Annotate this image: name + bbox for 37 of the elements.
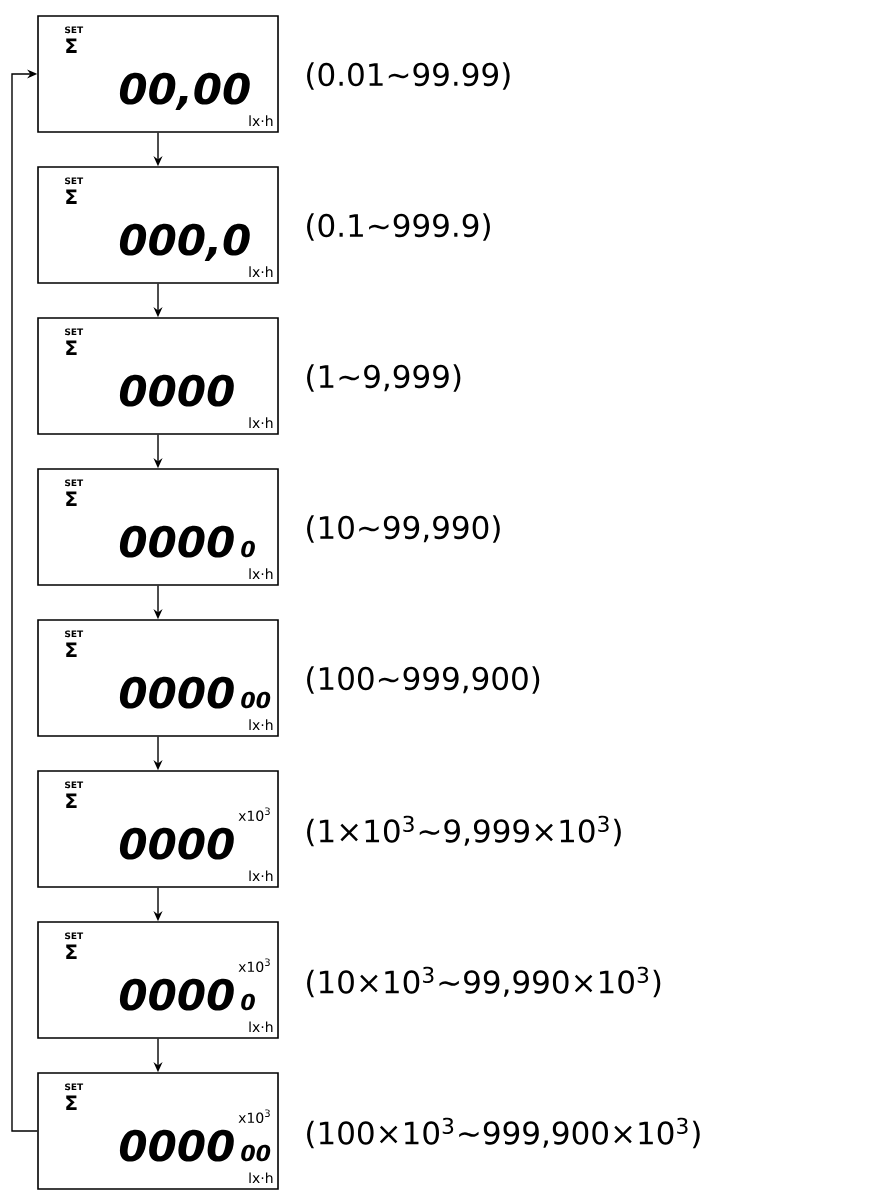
sigma-symbol: Σ — [66, 340, 77, 355]
range-label: (0.01∼99.99) — [307, 62, 510, 90]
small-digits: 0 — [241, 540, 255, 558]
range-label: (10×10$^{3}$∼99,990×10$^{3}$) — [307, 966, 661, 998]
range-label: (0.1∼999.9) — [307, 213, 490, 241]
digit-readout: 0000 — [119, 525, 234, 558]
digit-readout: 0000 — [119, 374, 234, 407]
small-digits: 00 — [241, 691, 271, 709]
range-label: (10∼99,990) — [307, 515, 500, 543]
sigma-symbol: Σ — [66, 38, 77, 53]
small-digits: 00 — [241, 1144, 271, 1162]
digit-readout: 0000 — [119, 978, 234, 1011]
display-box — [37, 15, 279, 133]
digit-readout: 0000 — [119, 676, 234, 709]
digit-readout: 0000 — [119, 1129, 234, 1162]
digit-readout: 000,0 — [119, 223, 250, 261]
display-box — [37, 317, 279, 435]
sigma-symbol: Σ — [66, 189, 77, 204]
small-digits: 0 — [241, 993, 255, 1011]
sigma-symbol: Σ — [66, 491, 77, 506]
sigma-symbol: Σ — [66, 1095, 77, 1110]
range-label: (1∼9,999) — [307, 364, 461, 392]
sigma-symbol: Σ — [66, 793, 77, 808]
digit-readout: 0000 — [119, 827, 234, 860]
display-box — [37, 619, 279, 737]
digit-readout: 00,00 — [119, 72, 250, 110]
range-label: (100×10$^{3}$∼999,900×10$^{3}$) — [307, 1117, 700, 1149]
display-box — [37, 1072, 279, 1190]
range-label: (1×10$^{3}$∼9,999×10$^{3}$) — [307, 815, 621, 847]
sigma-symbol: Σ — [66, 642, 77, 657]
loop-arrow — [11, 69, 38, 1132]
display-box — [37, 770, 279, 888]
display-box — [37, 468, 279, 586]
sigma-symbol: Σ — [66, 944, 77, 959]
range-label: (100∼999,900) — [307, 666, 540, 694]
display-box — [37, 166, 279, 284]
display-box — [37, 921, 279, 1039]
